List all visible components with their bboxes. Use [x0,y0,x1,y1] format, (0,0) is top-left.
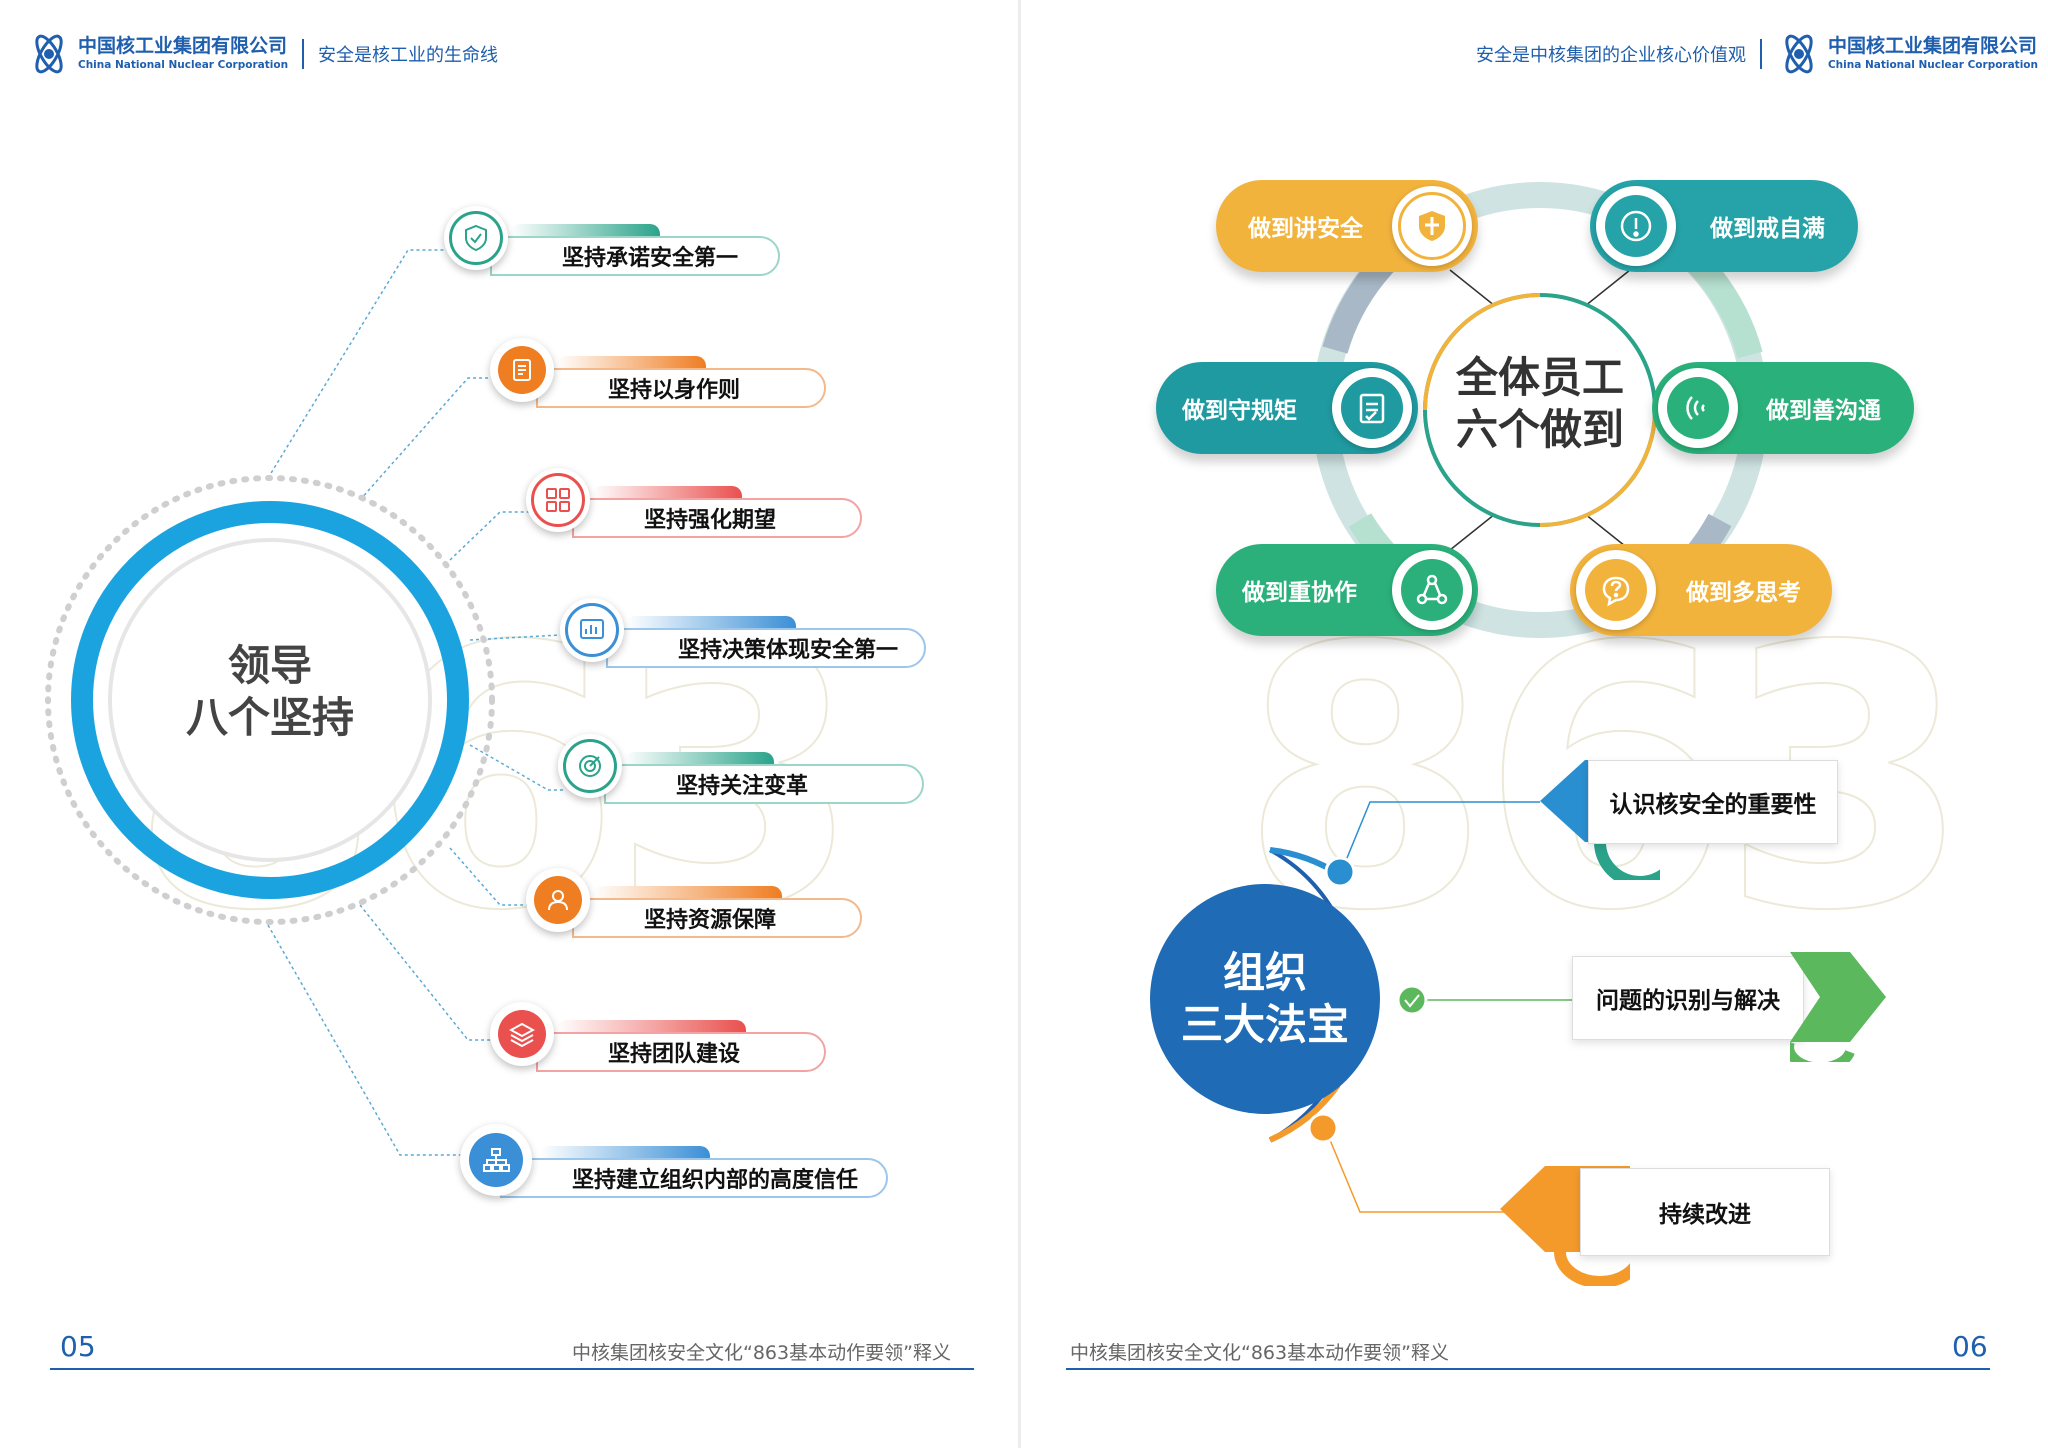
shield-icon [444,206,508,270]
treasure-label: 问题的识别与解决 [1596,988,1780,1014]
item-label: 坚持决策体现安全第一 [678,638,899,663]
right-page: 安全是中核集团的企业核心价值观 中国核工业集团有限公司 China Nation… [1020,0,2048,1448]
footer-rule [1066,1368,1990,1370]
page-number: 05 [60,1330,96,1363]
checklist-icon [1332,368,1412,448]
treasure-understand-importance: 认识核安全的重要性 [1588,760,1838,844]
left-slogan: 安全是核工业的生命线 [318,45,499,66]
do-collaborate: 做到重协作 [1216,544,1478,636]
item-label: 坚持团队建设 [608,1042,741,1067]
item-label: 坚持以身作则 [608,378,741,403]
leadership-ring [45,475,495,925]
grid-icon [526,468,590,532]
target-icon [558,734,622,798]
treasure-label: 认识核安全的重要性 [1609,792,1817,818]
do-talk-safety: 做到讲安全 [1216,180,1478,272]
left-header: 中国核工业集团有限公司 China National Nuclear Corpo… [26,24,498,84]
header-divider [1759,39,1762,69]
item-label: 坚持关注变革 [676,774,809,799]
item-label: 坚持资源保障 [644,908,777,933]
do-communicate: 做到善沟通 [1652,362,1914,454]
item-label: 坚持承诺安全第一 [562,246,739,271]
right-header: 安全是中核集团的企业核心价值观 中国核工业集团有限公司 China Nation… [1476,24,2038,84]
org-chart-icon [460,1124,532,1196]
layers-icon [490,1002,554,1066]
brand-name-en: China National Nuclear Corporation [1827,59,2038,72]
pill-label: 做到戒自满 [1710,216,1825,242]
book-spine [1018,0,1021,1448]
treasure-arrow-2 [1784,952,1886,1073]
brand-name-zh: 中国核工业集团有限公司 [1827,35,2037,58]
do-guard-complacency: 做到戒自满 [1590,180,1858,272]
treasure-continuous-improvement: 持续改进 [1580,1168,1830,1256]
treasure-problem-solving: 问题的识别与解决 [1572,956,1804,1040]
pill-label: 做到讲安全 [1248,216,1363,242]
do-think-more: 做到多思考 [1570,544,1832,636]
org-three-treasures-title: 组织 三大法宝 [1150,884,1380,1114]
network-icon [1392,550,1472,630]
pill-label: 做到多思考 [1686,580,1801,606]
question-icon [1576,550,1656,630]
left-page: 中国核工业集团有限公司 China National Nuclear Corpo… [0,0,1020,1448]
leadership-title: 领导 八个坚持 [185,641,354,742]
right-slogan: 安全是中核集团的企业核心价值观 [1475,45,1746,66]
footer-text: 中核集团核安全文化“863基本动作要领”释义 [572,1342,951,1364]
footer-text: 中核集团核安全文化“863基本动作要领”释义 [1070,1342,1449,1364]
alert-icon [1596,186,1676,266]
six-do-title: 全体员工 六个做到 [1455,353,1624,454]
pill-label: 做到守规矩 [1182,398,1297,424]
pill-label: 做到重协作 [1242,580,1357,606]
atom-logo-icon [1785,34,1813,74]
atom-logo-icon [35,34,63,74]
do-follow-rules: 做到守规矩 [1156,362,1418,454]
chart-icon [560,598,624,662]
brand-name-en: China National Nuclear Corporation [78,59,289,72]
header-divider [302,39,305,69]
page-number: 06 [1952,1330,1988,1363]
treasure-label: 持续改进 [1659,1202,1751,1228]
people-icon [526,868,590,932]
footer-rule [50,1368,974,1370]
cnnc-logo: 中国核工业集团有限公司 China National Nuclear Corpo… [1776,31,2038,77]
item-label: 坚持强化期望 [644,508,777,533]
shield-icon [1392,186,1472,266]
pill-label: 做到善沟通 [1766,398,1881,424]
signal-icon [1658,368,1738,448]
brand-name-zh: 中国核工业集团有限公司 [78,35,288,58]
cnnc-logo: 中国核工业集团有限公司 China National Nuclear Corpo… [26,31,288,77]
clipboard-icon [490,338,554,402]
item-label: 坚持建立组织内部的高度信任 [572,1168,859,1193]
